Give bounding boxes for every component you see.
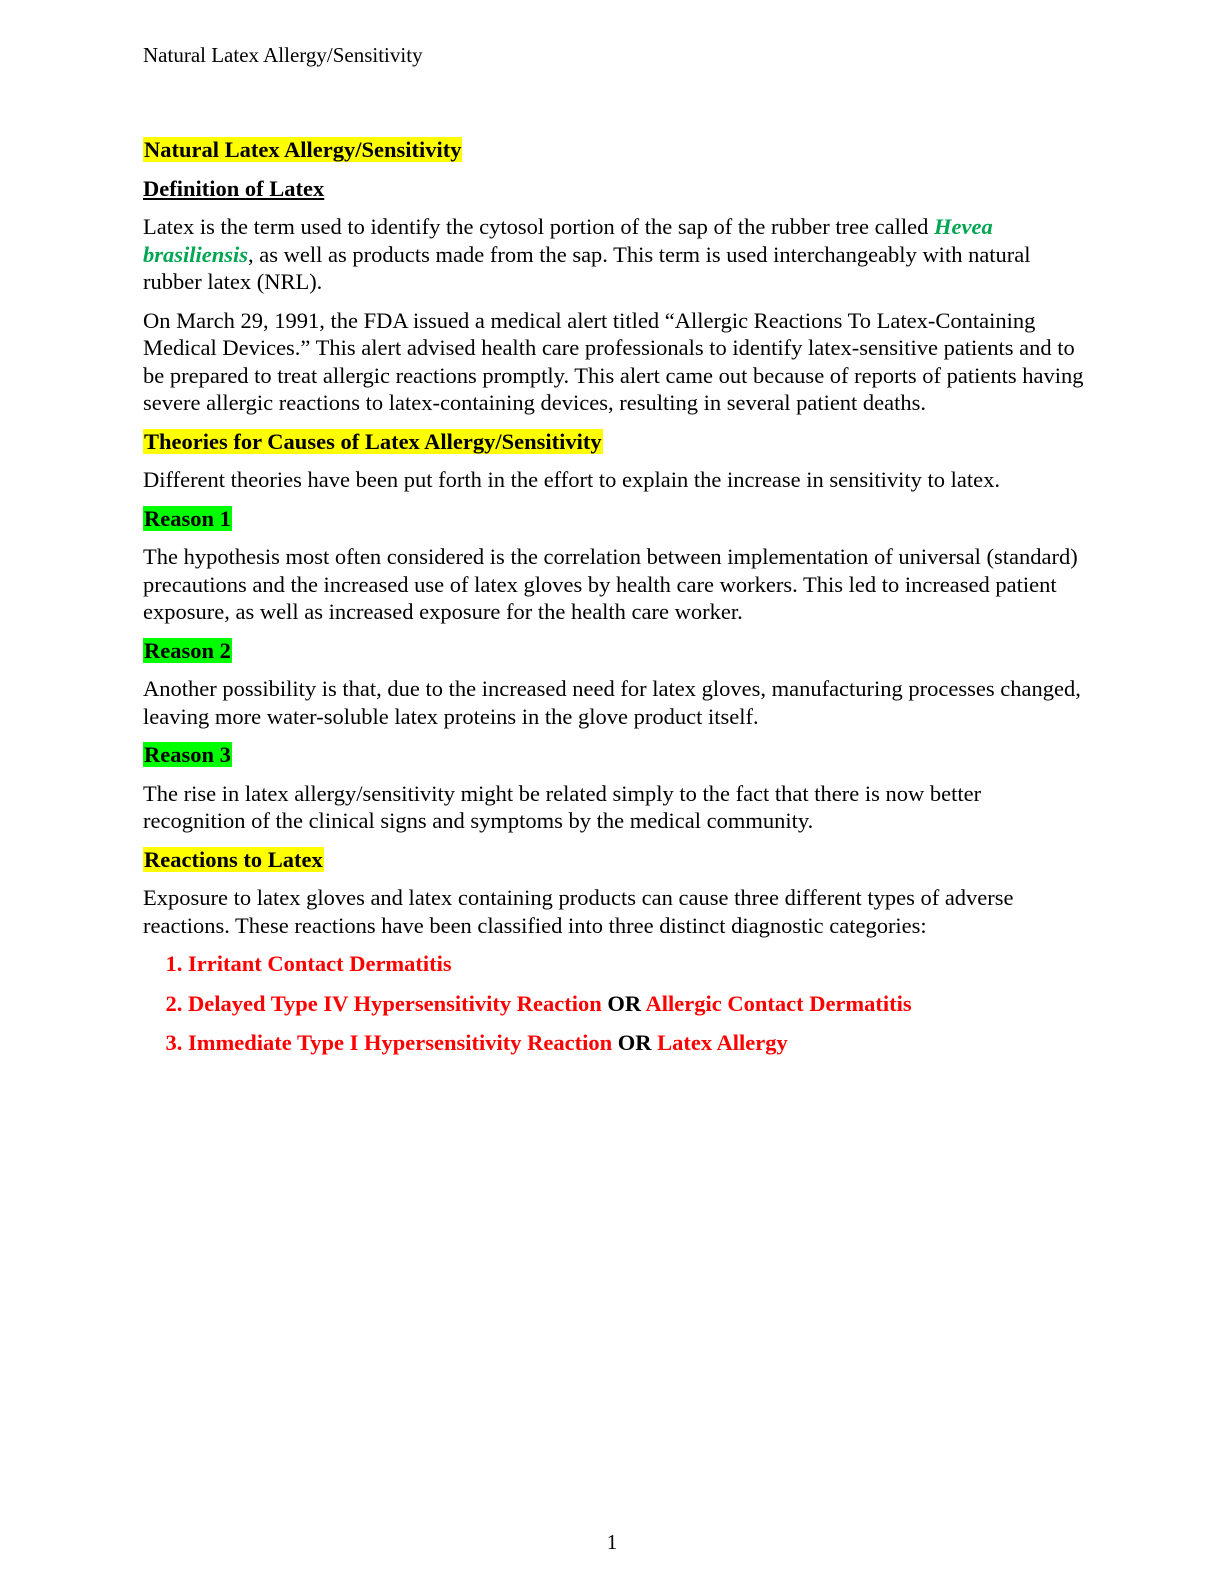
reason-3-heading-row: Reason 3: [143, 741, 1088, 769]
definition-paragraph-2: On March 29, 1991, the FDA issued a medi…: [143, 307, 1084, 416]
reaction-3-connector: OR: [617, 1030, 652, 1055]
theories-intro: Different theories have been put forth i…: [143, 467, 1001, 492]
document-title-row: Natural Latex Allergy/Sensitivity: [143, 136, 1088, 164]
theories-heading-row: Theories for Causes of Latex Allergy/Sen…: [143, 428, 1088, 456]
reason-2-text: Another possibility is that, due to the …: [143, 676, 1081, 729]
reaction-1-primary: Irritant Contact Dermatitis: [188, 951, 452, 976]
reactions-heading: Reactions to Latex: [143, 846, 324, 872]
page-number: 1: [606, 1530, 618, 1554]
reason-3-heading: Reason 3: [143, 742, 232, 767]
reason-3-text: The rise in latex allergy/sensitivity mi…: [143, 780, 982, 834]
reaction-item-3: Immediate Type I Hypersensitivity Reacti…: [188, 1029, 1088, 1057]
reaction-2-connector: OR: [607, 990, 642, 1016]
reaction-3-primary: Immediate Type I Hypersensitivity Reacti…: [188, 1030, 613, 1055]
reason-2-heading: Reason 2: [143, 637, 232, 663]
definition-paragraph-1: Latex is the term used to identify the c…: [143, 213, 1088, 296]
running-header: Natural Latex Allergy/Sensitivity: [143, 43, 423, 67]
reaction-2-alt: Allergic Contact Dermatitis: [645, 990, 912, 1016]
reason-1-heading: Reason 1: [143, 505, 232, 531]
reaction-2-primary: Delayed Type IV Hypersensitivity Reactio…: [188, 990, 602, 1016]
document-body: Natural Latex Allergy/Sensitivity Defini…: [143, 136, 1088, 1069]
reaction-item-2: Delayed Type IV Hypersensitivity Reactio…: [188, 990, 1088, 1018]
document-title: Natural Latex Allergy/Sensitivity: [143, 137, 463, 162]
reason-1-heading-row: Reason 1: [143, 505, 1088, 533]
reactions-list: Irritant Contact Dermatitis Delayed Type…: [143, 950, 1088, 1057]
theories-heading: Theories for Causes of Latex Allergy/Sen…: [143, 428, 603, 454]
definition-text-after: , as well as products made from the sap.…: [143, 241, 1031, 295]
reaction-item-1: Irritant Contact Dermatitis: [188, 950, 1088, 978]
definition-heading-row: Definition of Latex: [143, 175, 1088, 203]
definition-text-before: Latex is the term used to identify the c…: [143, 214, 935, 239]
reason-2-heading-row: Reason 2: [143, 637, 1088, 665]
definition-heading: Definition of Latex: [143, 175, 325, 201]
reactions-heading-row: Reactions to Latex: [143, 846, 1088, 874]
reason-1-text: The hypothesis most often considered is …: [143, 544, 1078, 624]
reactions-intro: Exposure to latex gloves and latex conta…: [143, 885, 1014, 938]
reaction-3-alt: Latex Allergy: [657, 1030, 788, 1055]
species-name: Hevea brasiliensis: [143, 214, 993, 267]
